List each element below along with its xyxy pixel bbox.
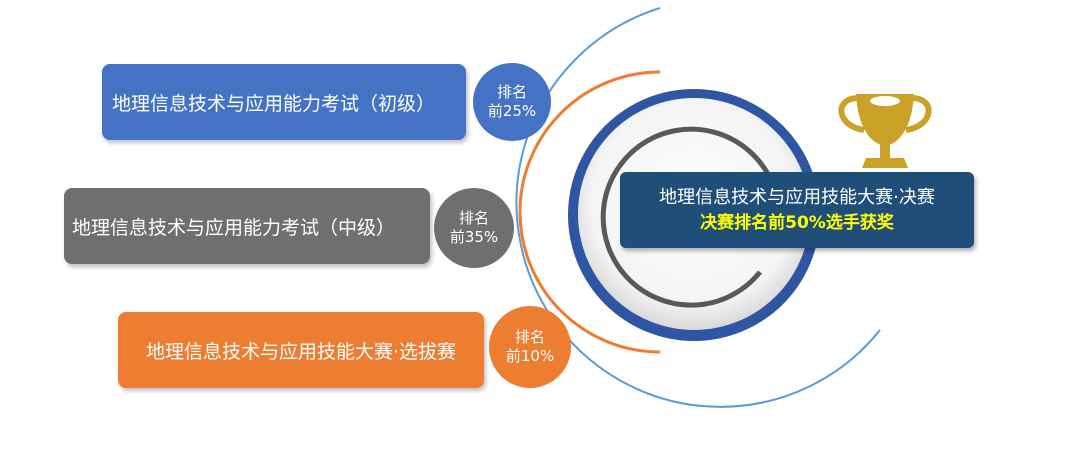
level-box-selection: 地理信息技术与应用技能大赛·选拔赛 <box>118 312 484 388</box>
rank-line1: 排名 <box>458 209 489 227</box>
rank-line2: 前10% <box>505 347 555 365</box>
final-subtitle: 决赛排名前50%选手获奖 <box>700 213 894 233</box>
orange-arc <box>518 70 661 354</box>
rank-badge-intermediate: 排名 前35% <box>434 188 514 268</box>
rank-badge-primary: 排名 前25% <box>473 63 551 141</box>
level-label: 地理信息技术与应用能力考试（中级） <box>72 216 396 239</box>
final-title: 地理信息技术与应用技能大赛·决赛 <box>659 187 935 208</box>
level-label: 地理信息技术与应用技能大赛·选拔赛 <box>145 340 457 363</box>
rank-line2: 前35% <box>449 228 499 246</box>
inner-gray-arc <box>600 126 773 308</box>
trophy-icon <box>838 94 932 168</box>
rank-line1: 排名 <box>514 328 545 346</box>
rank-badge-selection: 排名 前10% <box>489 306 571 388</box>
level-box-intermediate: 地理信息技术与应用能力考试（中级） <box>64 188 430 264</box>
level-box-primary: 地理信息技术与应用能力考试（初级） <box>102 64 466 140</box>
rank-line2: 前25% <box>487 102 537 120</box>
level-label: 地理信息技术与应用能力考试（初级） <box>112 92 436 115</box>
rank-line1: 排名 <box>496 83 527 101</box>
final-box: 地理信息技术与应用技能大赛·决赛 决赛排名前50%选手获奖 <box>620 172 974 248</box>
